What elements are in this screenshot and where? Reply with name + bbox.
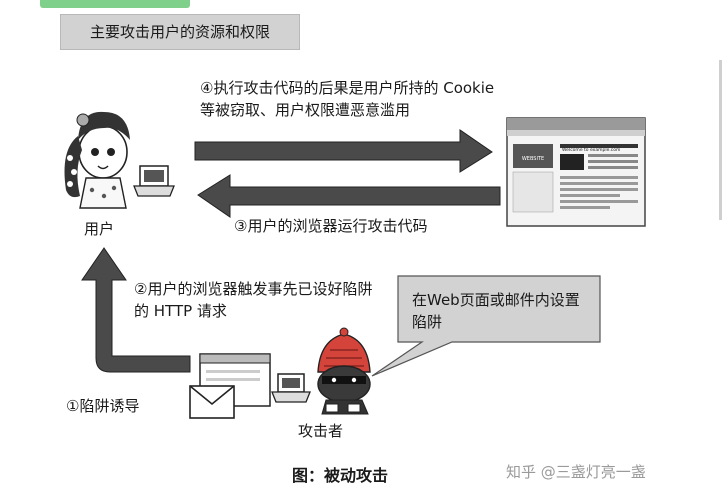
website-browser-window	[506, 117, 646, 227]
watermark: 知乎 @三盏灯亮一盏	[506, 463, 646, 481]
callout-box	[371, 275, 601, 377]
arrow-step4	[194, 129, 493, 173]
diagram-title-box: 主要攻击用户的资源和权限	[60, 14, 300, 50]
right-edge-bar	[719, 60, 722, 220]
user-character-icon	[64, 111, 130, 209]
user-label: 用户	[84, 220, 115, 238]
attacker-label: 攻击者	[298, 422, 344, 440]
diagram-title: 主要攻击用户的资源和权限	[89, 23, 270, 41]
website-heading: Welcome to example.com	[562, 147, 620, 153]
arrow-step3	[197, 174, 501, 218]
attacker-laptop-icon	[271, 373, 311, 403]
step3-label: ③用户的浏览器运行攻击代码	[234, 217, 428, 235]
arrow-step1	[81, 247, 191, 373]
top-strip	[40, 0, 190, 8]
envelope-icon	[189, 385, 235, 419]
attacker-character-icon	[317, 327, 371, 415]
user-laptop-icon	[133, 165, 175, 197]
step1-label: ①陷阱诱导	[66, 397, 140, 415]
callout-text: 在Web页面或邮件内设置陷阱	[412, 291, 580, 331]
website-logo-text: WEBSITE	[522, 156, 544, 162]
step4-label: ④执行攻击代码的后果是用户所持的 Cookie 等被窃取、用户权限遭恶意滥用	[200, 79, 495, 119]
figure-caption: 图：被动攻击	[292, 466, 389, 485]
step2-label: ②用户的浏览器触发事先已设好陷阱的 HTTP 请求	[134, 280, 373, 320]
trap-webpage-icon	[199, 353, 271, 407]
